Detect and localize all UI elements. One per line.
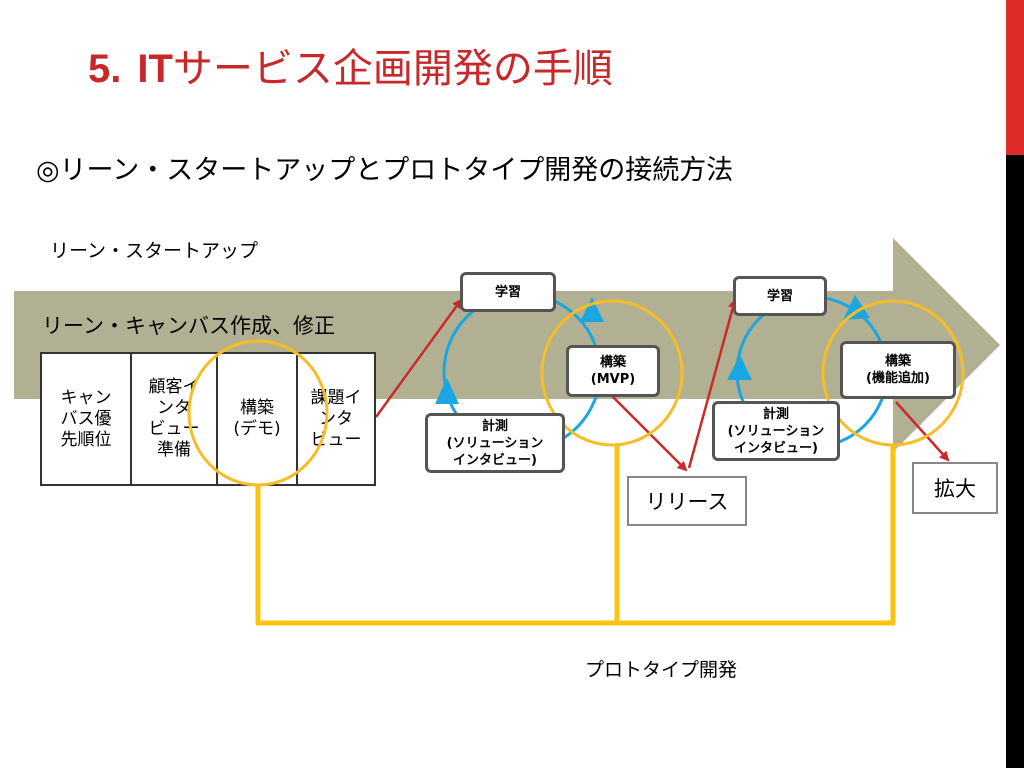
- cycle-1-build: 構築 (MVP): [566, 345, 660, 397]
- expand-box: 拡大: [912, 462, 998, 514]
- lean-startup-label: リーン・スタートアップ: [50, 240, 259, 262]
- side-bar-black: [1006, 155, 1024, 768]
- prototype-development-label: プロトタイプ開発: [585, 659, 738, 681]
- title-text: サービス企画開発の手順: [172, 46, 613, 92]
- prototype-connector: [255, 445, 896, 626]
- page-title: 5. ITサービス企画開発の手順: [88, 36, 613, 94]
- release-box: リリース: [627, 476, 747, 526]
- cell-problem-interview: 課題イ ンタ ビュー: [296, 352, 376, 486]
- cell-customer-interview-prep: 顧客イ ンタ ビュー 準備: [130, 352, 218, 486]
- cycle-1-measure: 計測 (ソリューション インタビュー): [425, 413, 565, 473]
- cell-canvas-priority: キャン バス優 先順位: [40, 352, 132, 486]
- cell-build-demo: 構築 (デモ): [216, 352, 298, 486]
- side-bar-red: [1006, 0, 1024, 155]
- cycle-1-learn: 学習: [460, 272, 556, 312]
- subtitle: ◎リーン・スタートアップとプロトタイプ開発の接続方法: [36, 155, 734, 186]
- cycle-2-measure: 計測 (ソリューション インタビュー): [712, 401, 840, 461]
- cycle-2-build: 構築 (機能追加): [840, 341, 956, 399]
- cycle-2-learn: 学習: [733, 276, 827, 316]
- title-it: IT: [137, 47, 173, 91]
- lean-canvas-label: リーン・キャンバス作成、修正: [42, 314, 335, 338]
- title-number: 5.: [88, 47, 122, 91]
